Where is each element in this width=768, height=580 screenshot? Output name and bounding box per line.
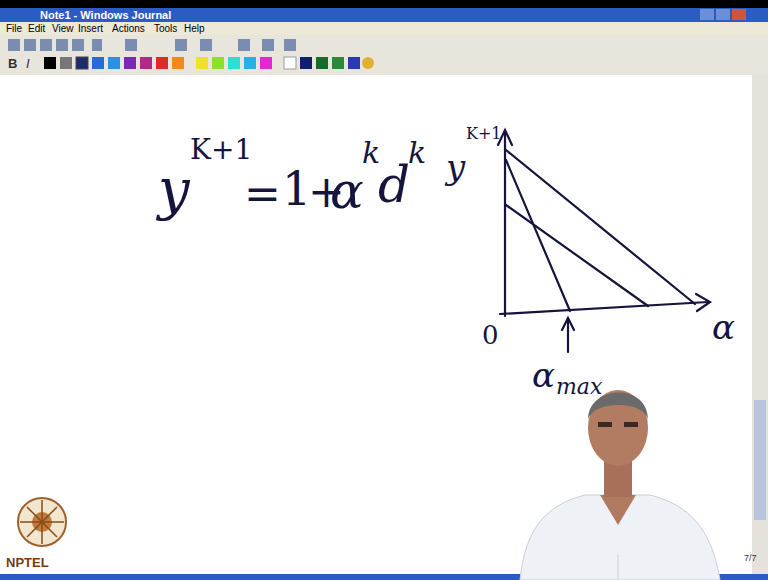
window-title: Note1 - Windows Journal [40, 10, 171, 21]
toolbar-button: B [8, 57, 17, 70]
menu-item: Actions [112, 24, 145, 34]
toolbar-button: I [26, 57, 30, 70]
page-number: 7/7 [744, 554, 757, 563]
menu-item: File [6, 24, 22, 34]
equation-symbol: y [158, 162, 190, 218]
subscript: max [556, 376, 602, 398]
superscript: k [408, 138, 426, 168]
equation-symbol: d [378, 160, 410, 210]
menu-item: Insert [78, 24, 103, 34]
logo-text: NPTEL [6, 556, 49, 569]
equation-symbol: = [244, 172, 281, 216]
axis-label: α [712, 310, 735, 344]
menu-item: Edit [28, 24, 45, 34]
axis-label: α [532, 358, 555, 392]
menu-item: Help [184, 24, 205, 34]
superscript: K+1 [190, 136, 252, 164]
origin-label: 0 [482, 322, 499, 348]
axis-label: y [446, 150, 465, 184]
menu-item: View [52, 24, 74, 34]
menu-item: Tools [154, 24, 177, 34]
superscript: k [362, 138, 380, 168]
superscript: K+1 [466, 126, 502, 142]
equation-symbol: α [330, 166, 364, 216]
equation-symbol: 1 [282, 166, 311, 212]
